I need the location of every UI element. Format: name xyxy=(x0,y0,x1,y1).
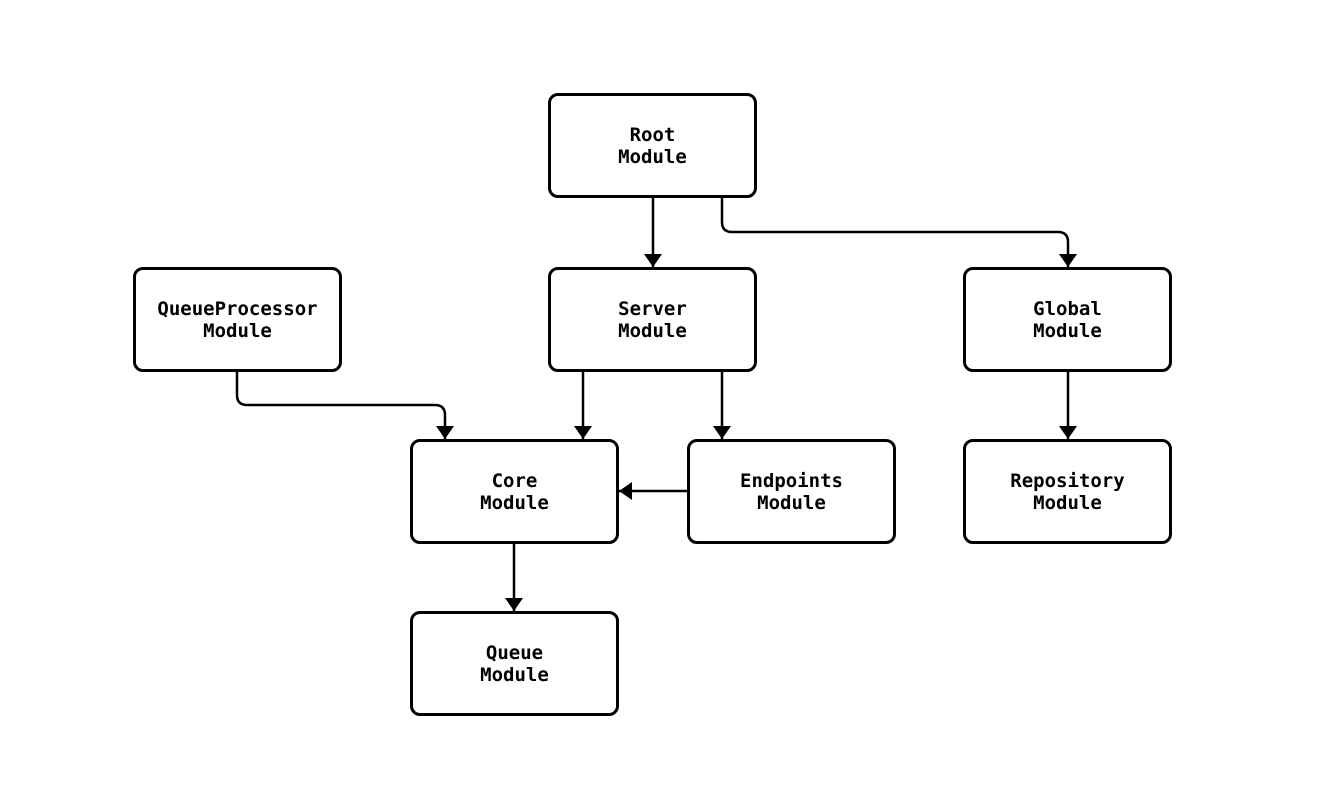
node-label: Global Module xyxy=(1033,297,1102,342)
node-label: Core Module xyxy=(480,469,549,514)
edge-root-to-global xyxy=(720,198,1077,267)
node-server: Server Module xyxy=(548,267,757,372)
node-endpoints: Endpoints Module xyxy=(687,439,896,544)
node-label: Queue Module xyxy=(480,641,549,686)
edge-queueprocessor-to-core xyxy=(235,372,454,439)
node-queueprocessor: QueueProcessor Module xyxy=(133,267,342,372)
node-label: Server Module xyxy=(618,297,687,342)
node-queue: Queue Module xyxy=(410,611,619,716)
node-label: Repository Module xyxy=(1010,469,1125,514)
node-label: QueueProcessor Module xyxy=(157,297,318,342)
node-root: Root Module xyxy=(548,93,757,198)
edge-group xyxy=(235,198,1077,611)
node-label: Endpoints Module xyxy=(740,469,843,514)
node-global: Global Module xyxy=(963,267,1172,372)
node-core: Core Module xyxy=(410,439,619,544)
node-repository: Repository Module xyxy=(963,439,1172,544)
node-label: Root Module xyxy=(618,123,687,168)
